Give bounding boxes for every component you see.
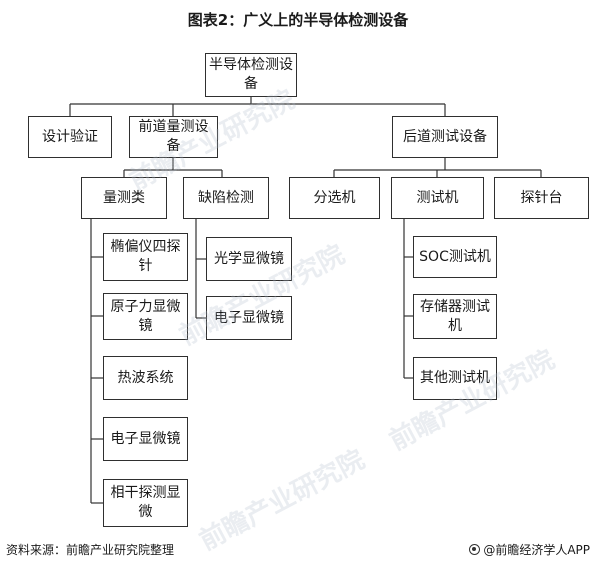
brand-label: @前瞻经济学人APP: [483, 543, 590, 557]
node-tester: 测试机: [391, 177, 484, 219]
source-note: 资料来源：前瞻产业研究院整理: [6, 543, 175, 557]
node-root: 半导体检测设备: [205, 53, 297, 97]
node-design-verification: 设计验证: [28, 116, 112, 158]
node-soc-tester: SOC测试机: [413, 236, 497, 278]
node-optical-microscope: 光学显微镜: [206, 237, 292, 281]
node-front-end: 前道量测设备: [129, 116, 218, 158]
brand-credit: @前瞻经济学人APP: [469, 541, 590, 558]
node-thermal-wave: 热波系统: [103, 356, 188, 400]
node-memory-tester: 存储器测试机: [413, 294, 497, 339]
node-metrology: 量测类: [81, 177, 167, 219]
brand-logo-icon: [469, 544, 481, 555]
node-defect-inspection: 缺陷检测: [183, 177, 269, 219]
node-ellipsometer: 椭偏仪四探针: [103, 233, 188, 281]
node-prober: 探针台: [494, 177, 589, 219]
node-sem-metrology: 电子显微镜: [103, 417, 188, 461]
node-back-end: 后道测试设备: [392, 116, 498, 158]
node-sorter: 分选机: [289, 177, 380, 219]
node-interferometer: 相干探测显微: [103, 479, 188, 527]
node-sem-defect: 电子显微镜: [206, 296, 292, 340]
node-other-tester: 其他测试机: [413, 357, 497, 400]
chart-title: 图表2：广义上的半导体检测设备: [187, 11, 409, 29]
node-afm: 原子力显微镜: [103, 293, 188, 340]
